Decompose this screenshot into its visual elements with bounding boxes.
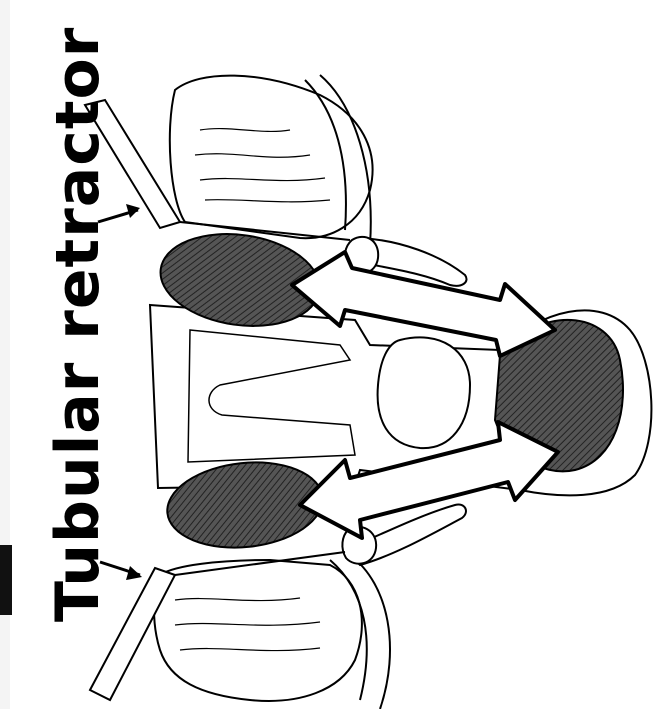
lower-tissue bbox=[154, 560, 362, 701]
scan-mark bbox=[0, 545, 12, 615]
disc-nucleus bbox=[378, 337, 470, 448]
lower-pointer-arrowhead bbox=[126, 566, 142, 580]
